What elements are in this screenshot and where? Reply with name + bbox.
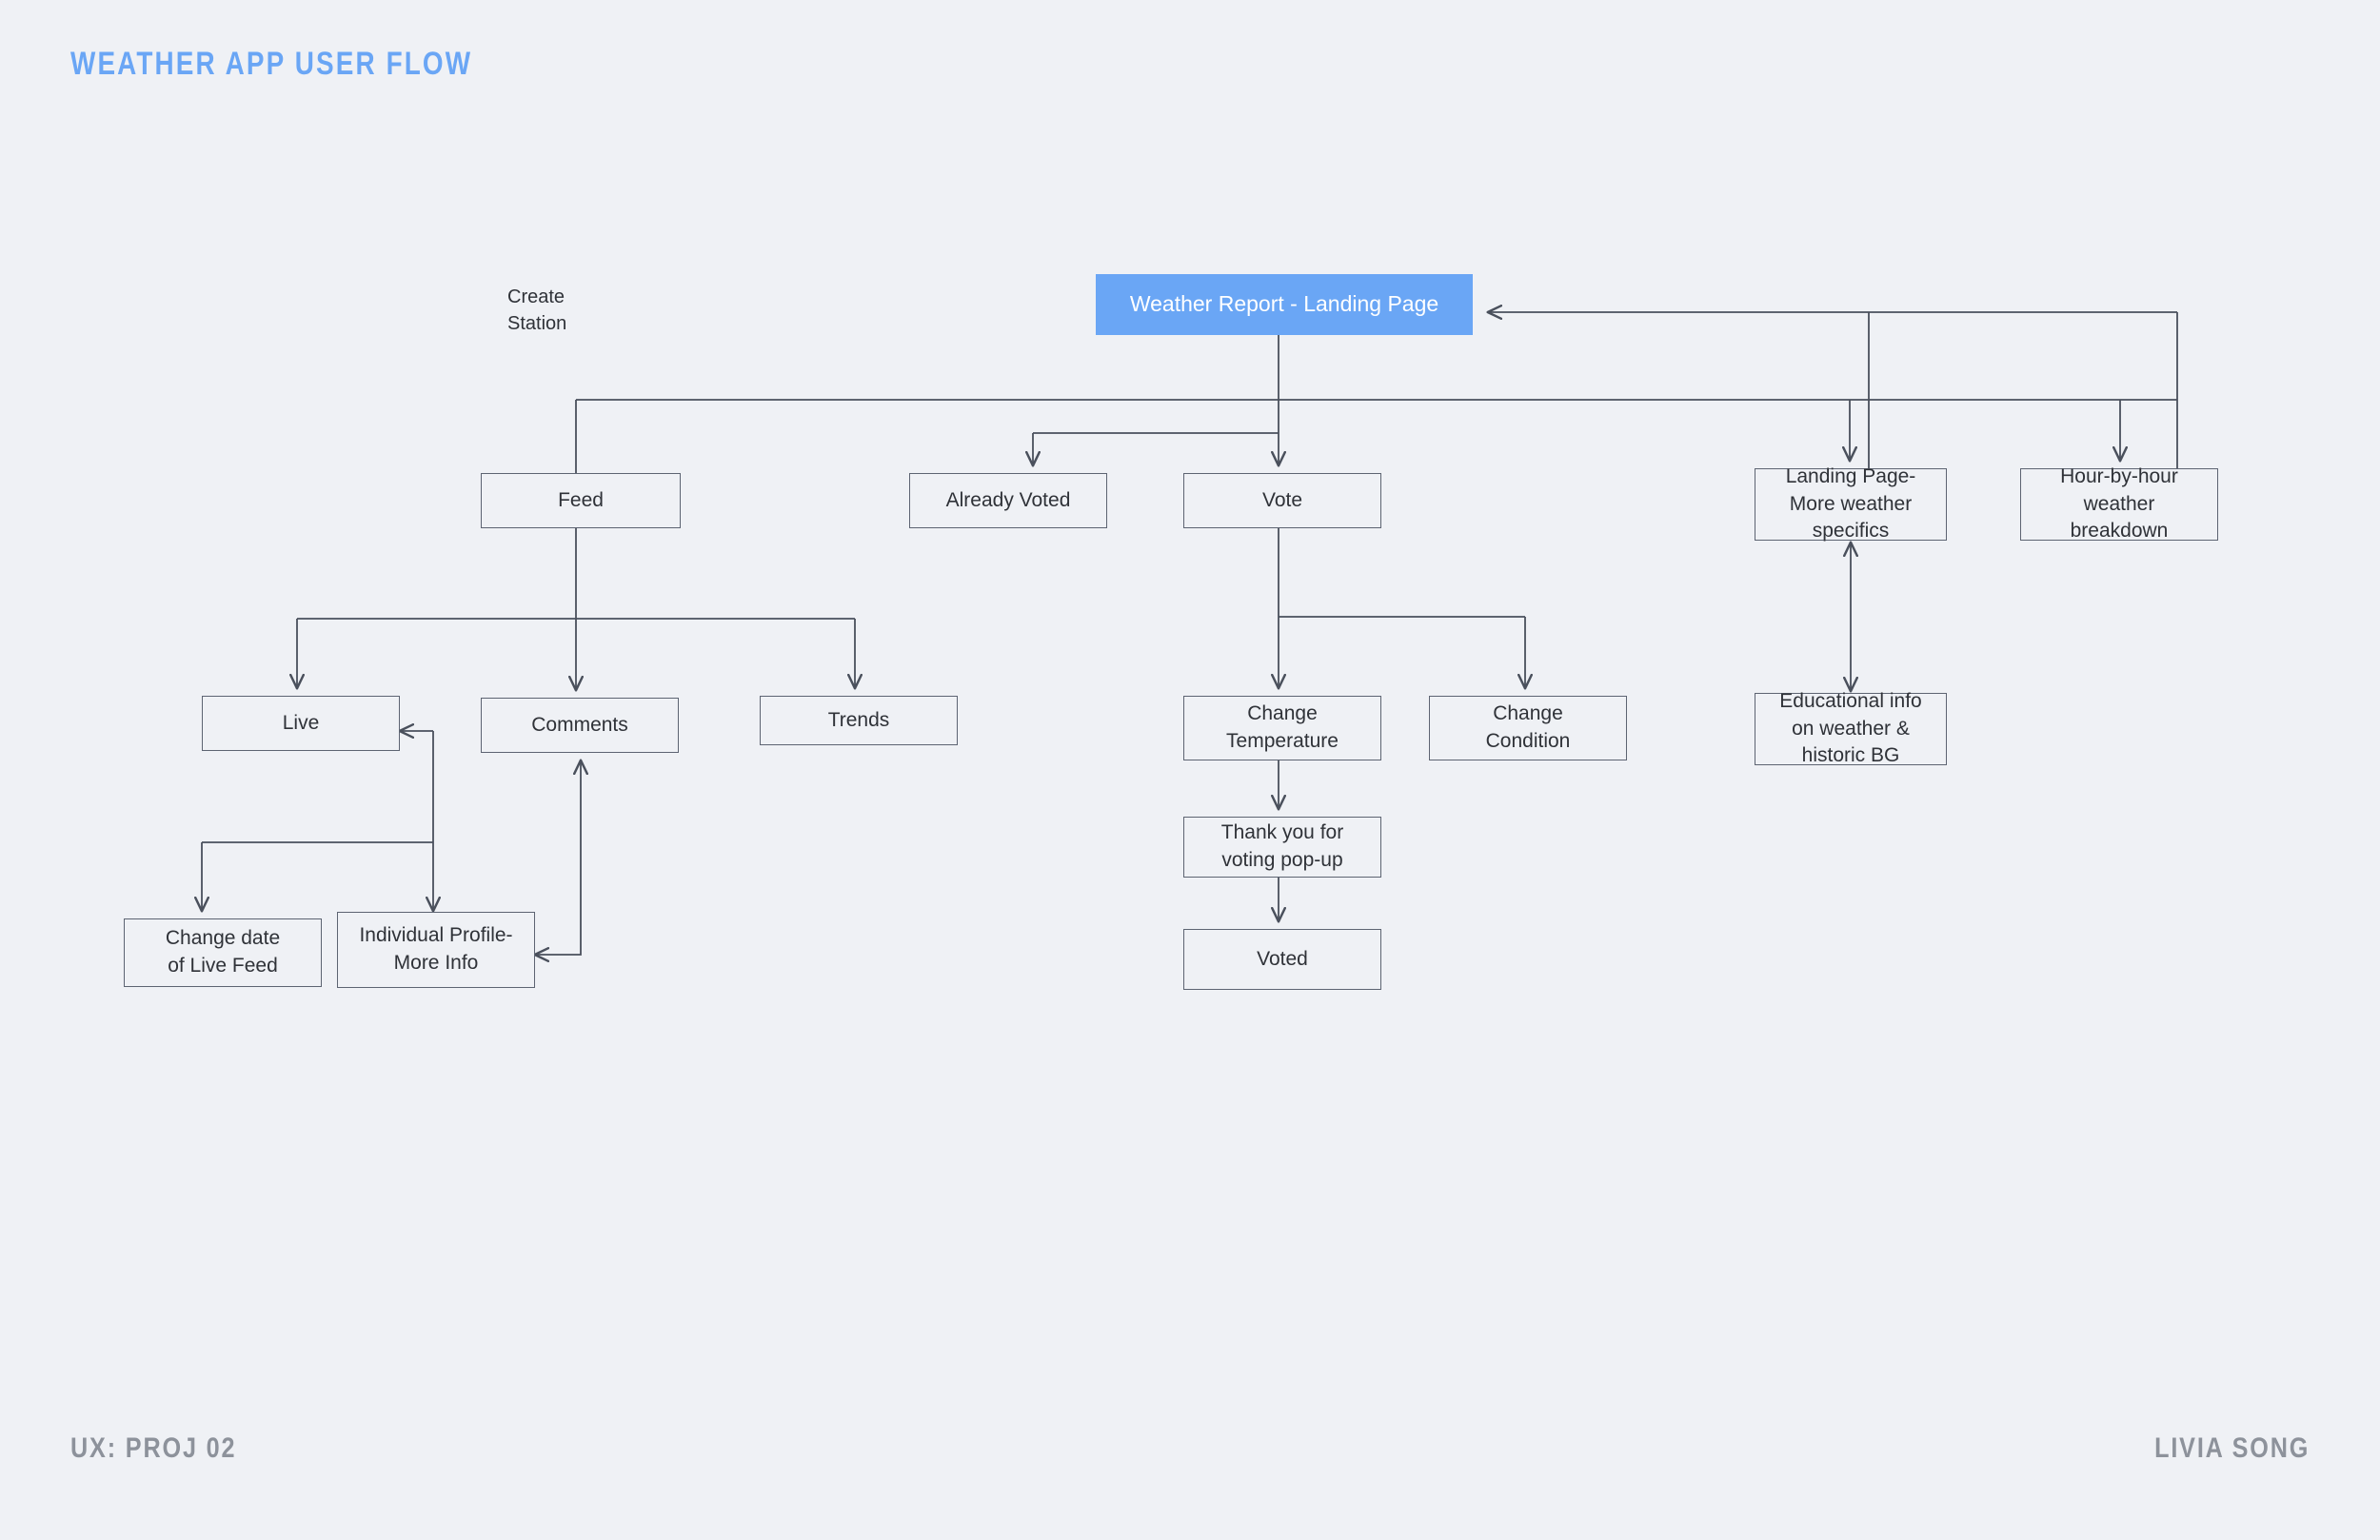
node-already-voted[interactable]: Already Voted [909,473,1107,528]
connector-layer [202,312,2178,955]
node-indiv-profile[interactable]: Individual Profile- More Info [337,912,535,988]
node-landing-more[interactable]: Landing Page- More weather specifics [1755,465,1947,542]
footer-author-label: Livia Song [2153,1432,2310,1464]
edge-profile-to-comments [535,760,581,955]
node-comments[interactable]: Comments [481,698,679,753]
node-change-temp[interactable]: Change Temperature [1183,696,1381,760]
node-feed[interactable]: Feed [481,473,681,528]
node-thankyou[interactable]: Thank you for voting pop-up [1183,817,1381,878]
label-create-station: Create Station [507,286,567,335]
node-hour-by-hour[interactable]: Hour-by-hour weather breakdown [2020,465,2218,542]
page-title: Weather App User Flow [70,46,473,82]
node-change-cond[interactable]: Change Condition [1429,696,1627,760]
node-live[interactable]: Live [202,696,400,751]
node-trends[interactable]: Trends [760,696,958,745]
node-landing[interactable]: Weather Report - Landing Page [1096,274,1473,335]
node-edu-info[interactable]: Educational info on weather & historic B… [1755,690,1947,766]
node-vote[interactable]: Vote [1183,473,1381,528]
node-change-date[interactable]: Change date of Live Feed [124,918,322,987]
footer-project-label: UX: Proj 02 [70,1432,237,1464]
node-voted[interactable]: Voted [1183,929,1381,990]
